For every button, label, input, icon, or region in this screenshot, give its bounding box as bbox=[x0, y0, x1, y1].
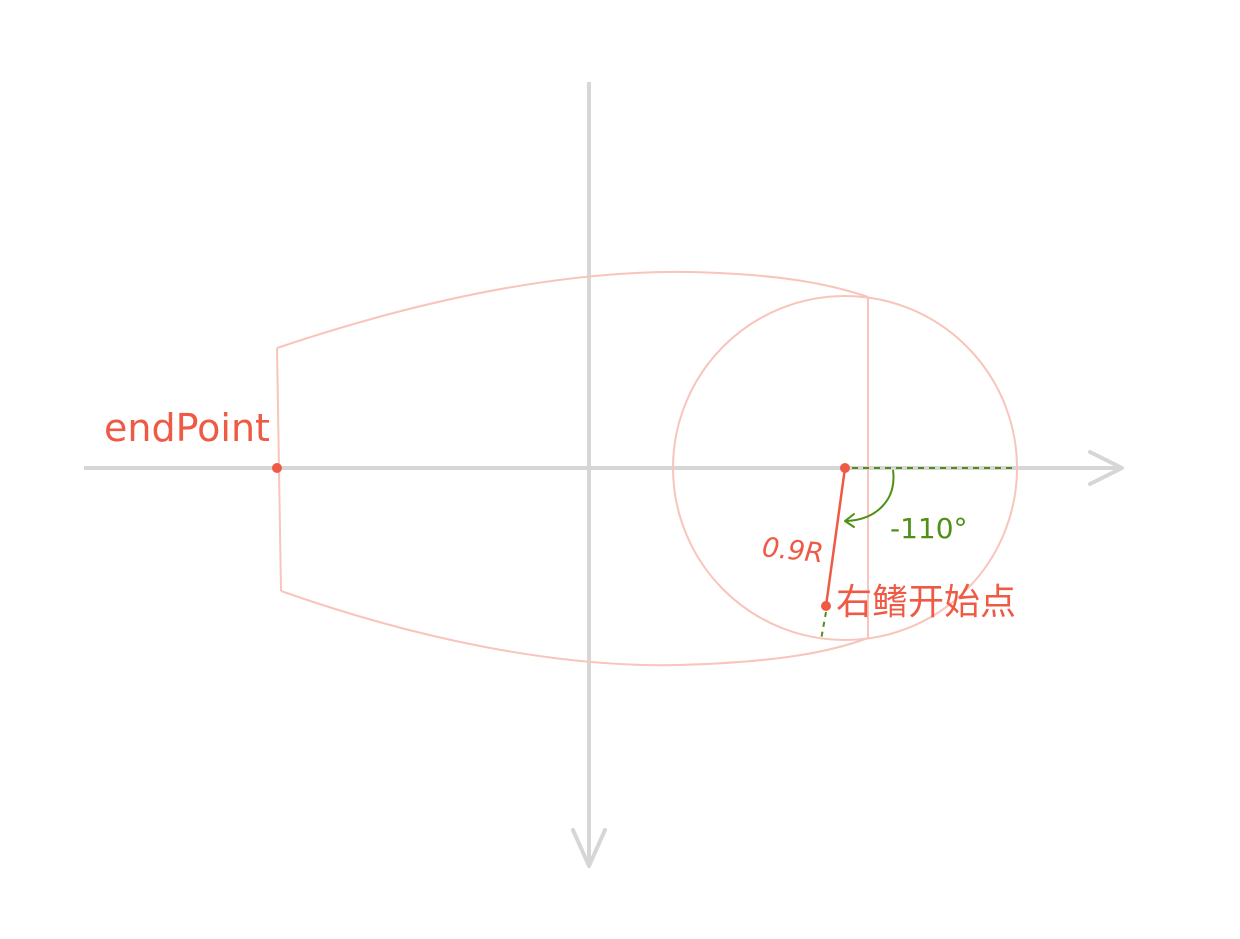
head-circle bbox=[672, 295, 1018, 641]
y-axis-arrow-icon bbox=[571, 828, 607, 868]
angle-label: -110° bbox=[890, 512, 968, 545]
angle-arc-arrow-icon bbox=[844, 513, 855, 528]
direction-extension-dotted-line bbox=[820, 611, 827, 641]
radius-vector bbox=[272, 463, 850, 611]
body-bottom-curve bbox=[280, 590, 869, 667]
radius-line bbox=[824, 467, 847, 607]
fin-start-label: 右鳍开始点 bbox=[836, 582, 1016, 623]
radius-label: 0.9R bbox=[760, 532, 825, 569]
end-point-label: endPoint bbox=[104, 406, 270, 450]
x-axis-arrow-icon bbox=[1088, 450, 1124, 486]
axes bbox=[84, 82, 1124, 868]
body-outline bbox=[276, 270, 1018, 667]
angle-indicator bbox=[820, 467, 1012, 641]
angle-arc bbox=[845, 469, 895, 522]
body-top-curve bbox=[276, 270, 869, 349]
fin-start-point bbox=[821, 601, 831, 611]
end-point bbox=[272, 463, 282, 473]
center-point bbox=[840, 463, 850, 473]
